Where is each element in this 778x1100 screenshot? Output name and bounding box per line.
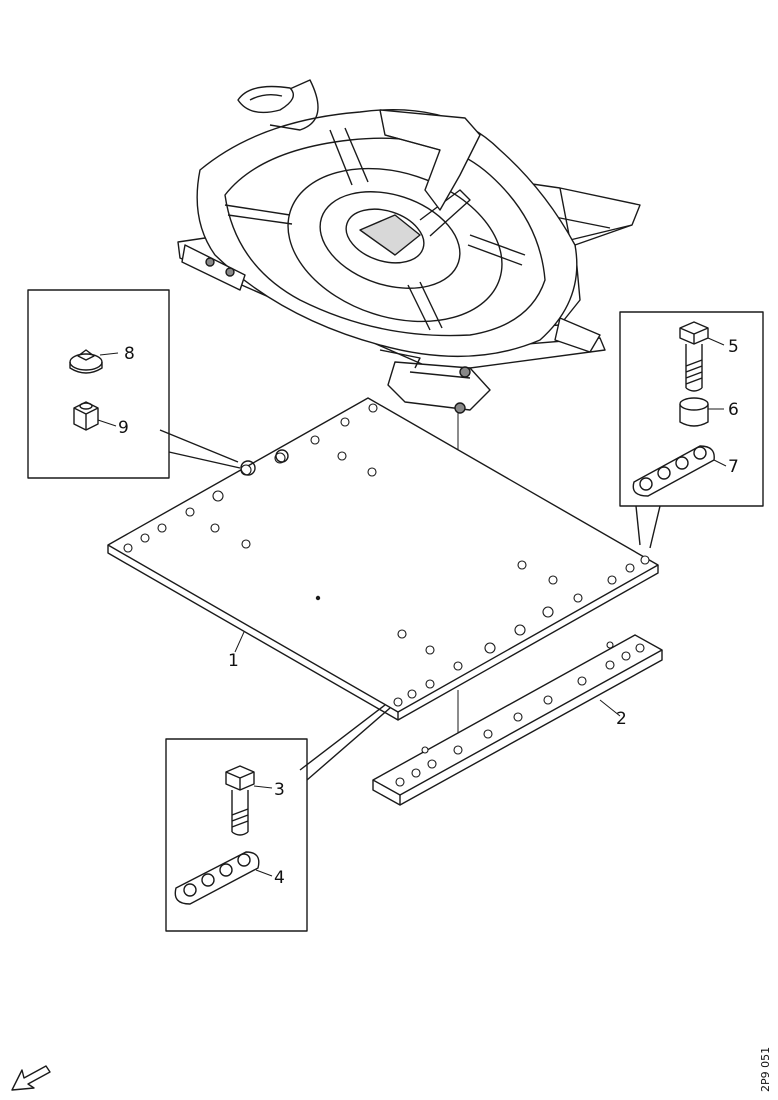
inset-upper-fasteners	[619, 311, 764, 549]
inset-nuts	[27, 289, 241, 479]
callout-3: 3	[274, 780, 285, 800]
drawing-number: 2P9 051	[759, 1047, 772, 1092]
inset-lower-fasteners	[165, 704, 391, 932]
callout-4: 4	[274, 868, 285, 888]
mounting-plate	[107, 397, 659, 721]
callout-1: 1	[228, 651, 239, 671]
direction-arrow-icon	[11, 1065, 51, 1091]
callout-2: 2	[616, 709, 627, 729]
callout-6: 6	[728, 400, 739, 420]
callout-8: 8	[124, 344, 135, 364]
callout-7: 7	[728, 457, 739, 477]
callout-9: 9	[118, 418, 129, 438]
fifth-wheel-coupling	[177, 79, 641, 414]
mounting-strip	[372, 634, 663, 806]
callout-5: 5	[728, 337, 739, 357]
